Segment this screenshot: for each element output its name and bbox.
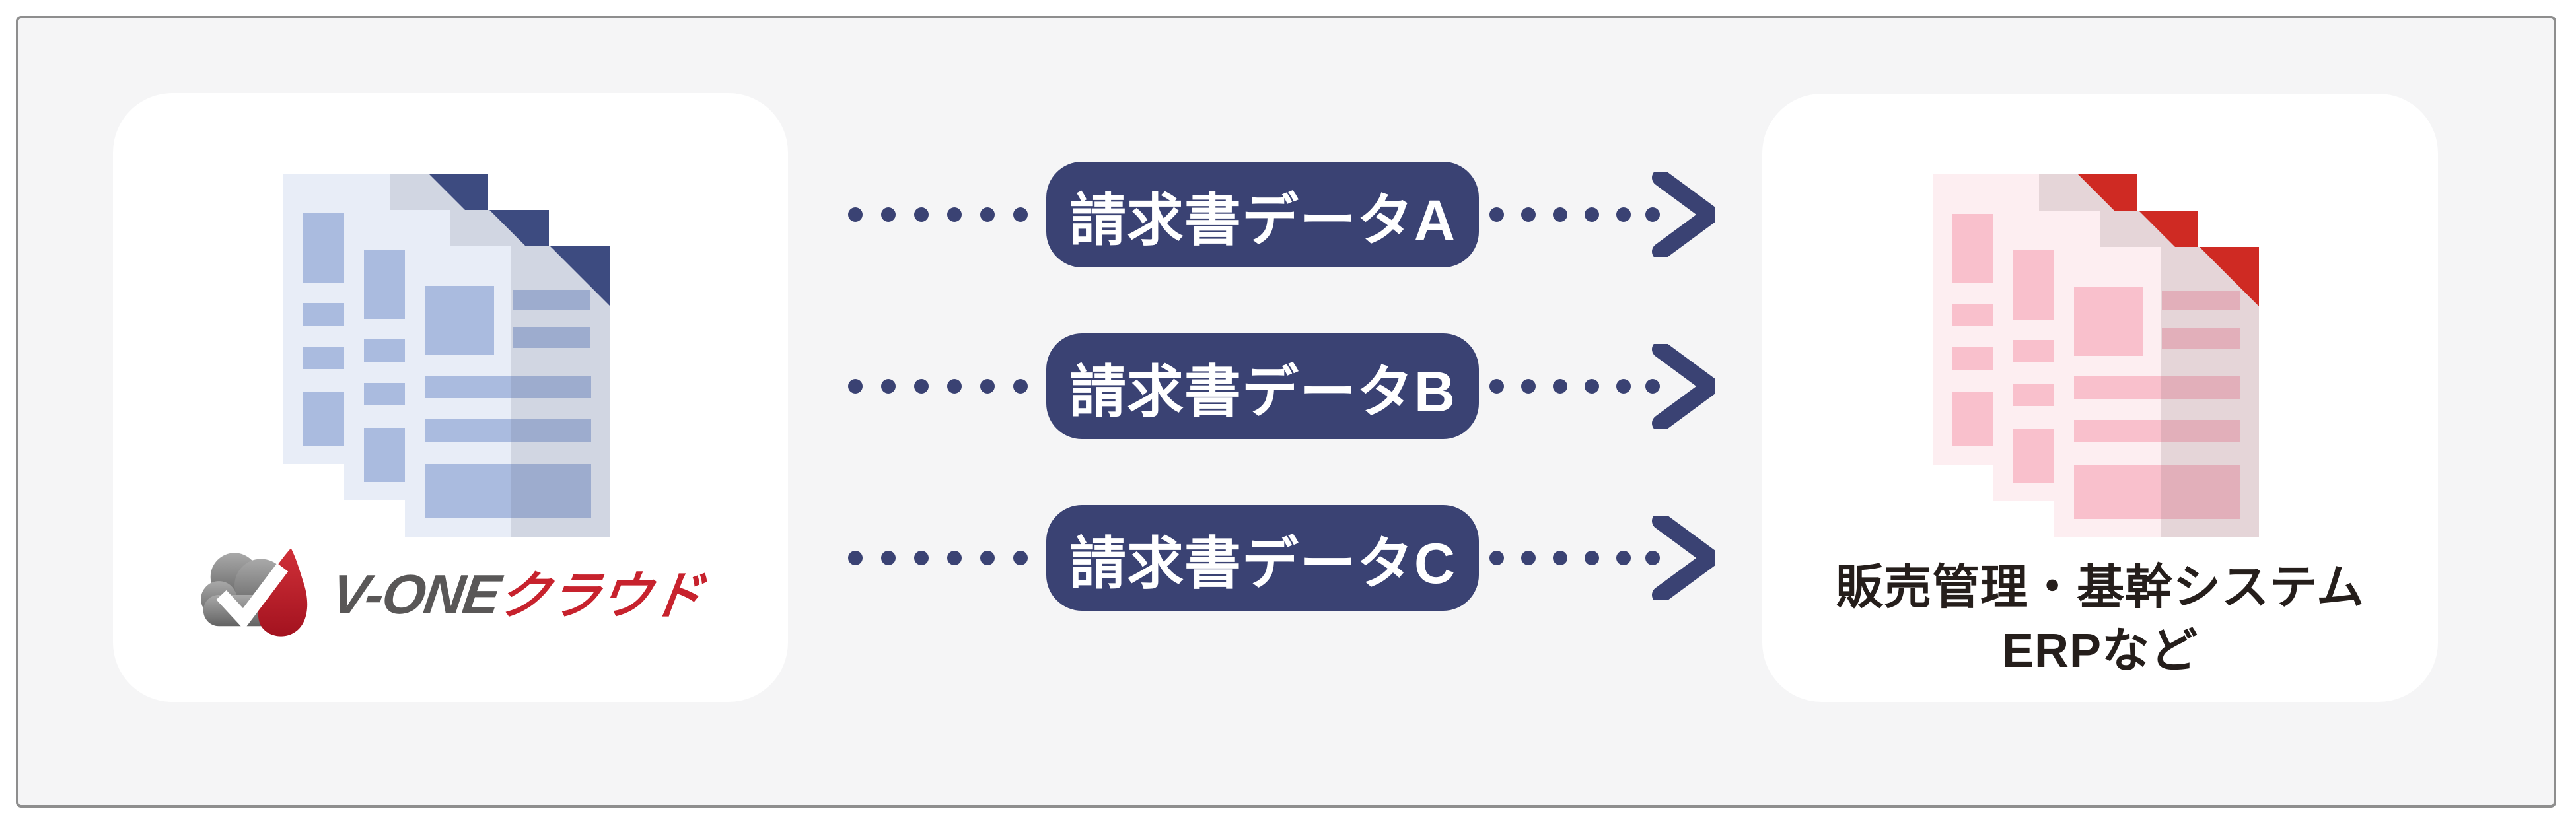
- chevron-right-icon: [1652, 344, 1715, 429]
- dotted-line-icon: [848, 207, 1028, 222]
- dotted-arrow-icon: [1489, 344, 1715, 429]
- dotted-arrow-icon: [1489, 172, 1715, 257]
- data-pill-b: 請求書データB: [1046, 333, 1479, 439]
- vone-brand-text: V-ONE: [327, 563, 503, 625]
- erp-title-line2: ERPなど: [2001, 625, 2199, 677]
- dotted-arrow-icon: [1489, 516, 1715, 600]
- dotted-line-icon: [848, 379, 1028, 394]
- target-card-erp: 販売管理・基幹システム ERPなど: [1762, 94, 2438, 702]
- chevron-right-icon: [1652, 172, 1715, 257]
- data-pill-b-label: 請求書データB: [1069, 360, 1456, 424]
- erp-title: 販売管理・基幹システム ERPなど: [1762, 556, 2438, 683]
- erp-title-line1: 販売管理・基幹システム: [1836, 561, 2365, 614]
- data-pill-a-label: 請求書データA: [1069, 188, 1456, 252]
- invoice-stack-pink-icon: [1933, 174, 2259, 537]
- data-pill-c: 請求書データC: [1046, 505, 1479, 611]
- invoice-stack-blue-icon: [283, 174, 610, 537]
- dotted-line-icon: [848, 551, 1028, 565]
- data-pill-a: 請求書データA: [1046, 162, 1479, 267]
- data-pill-c-label: 請求書データC: [1069, 532, 1456, 596]
- chevron-right-icon: [1652, 516, 1715, 600]
- cloud-check-icon: [200, 548, 307, 637]
- vone-product-text: クラウド: [494, 567, 706, 625]
